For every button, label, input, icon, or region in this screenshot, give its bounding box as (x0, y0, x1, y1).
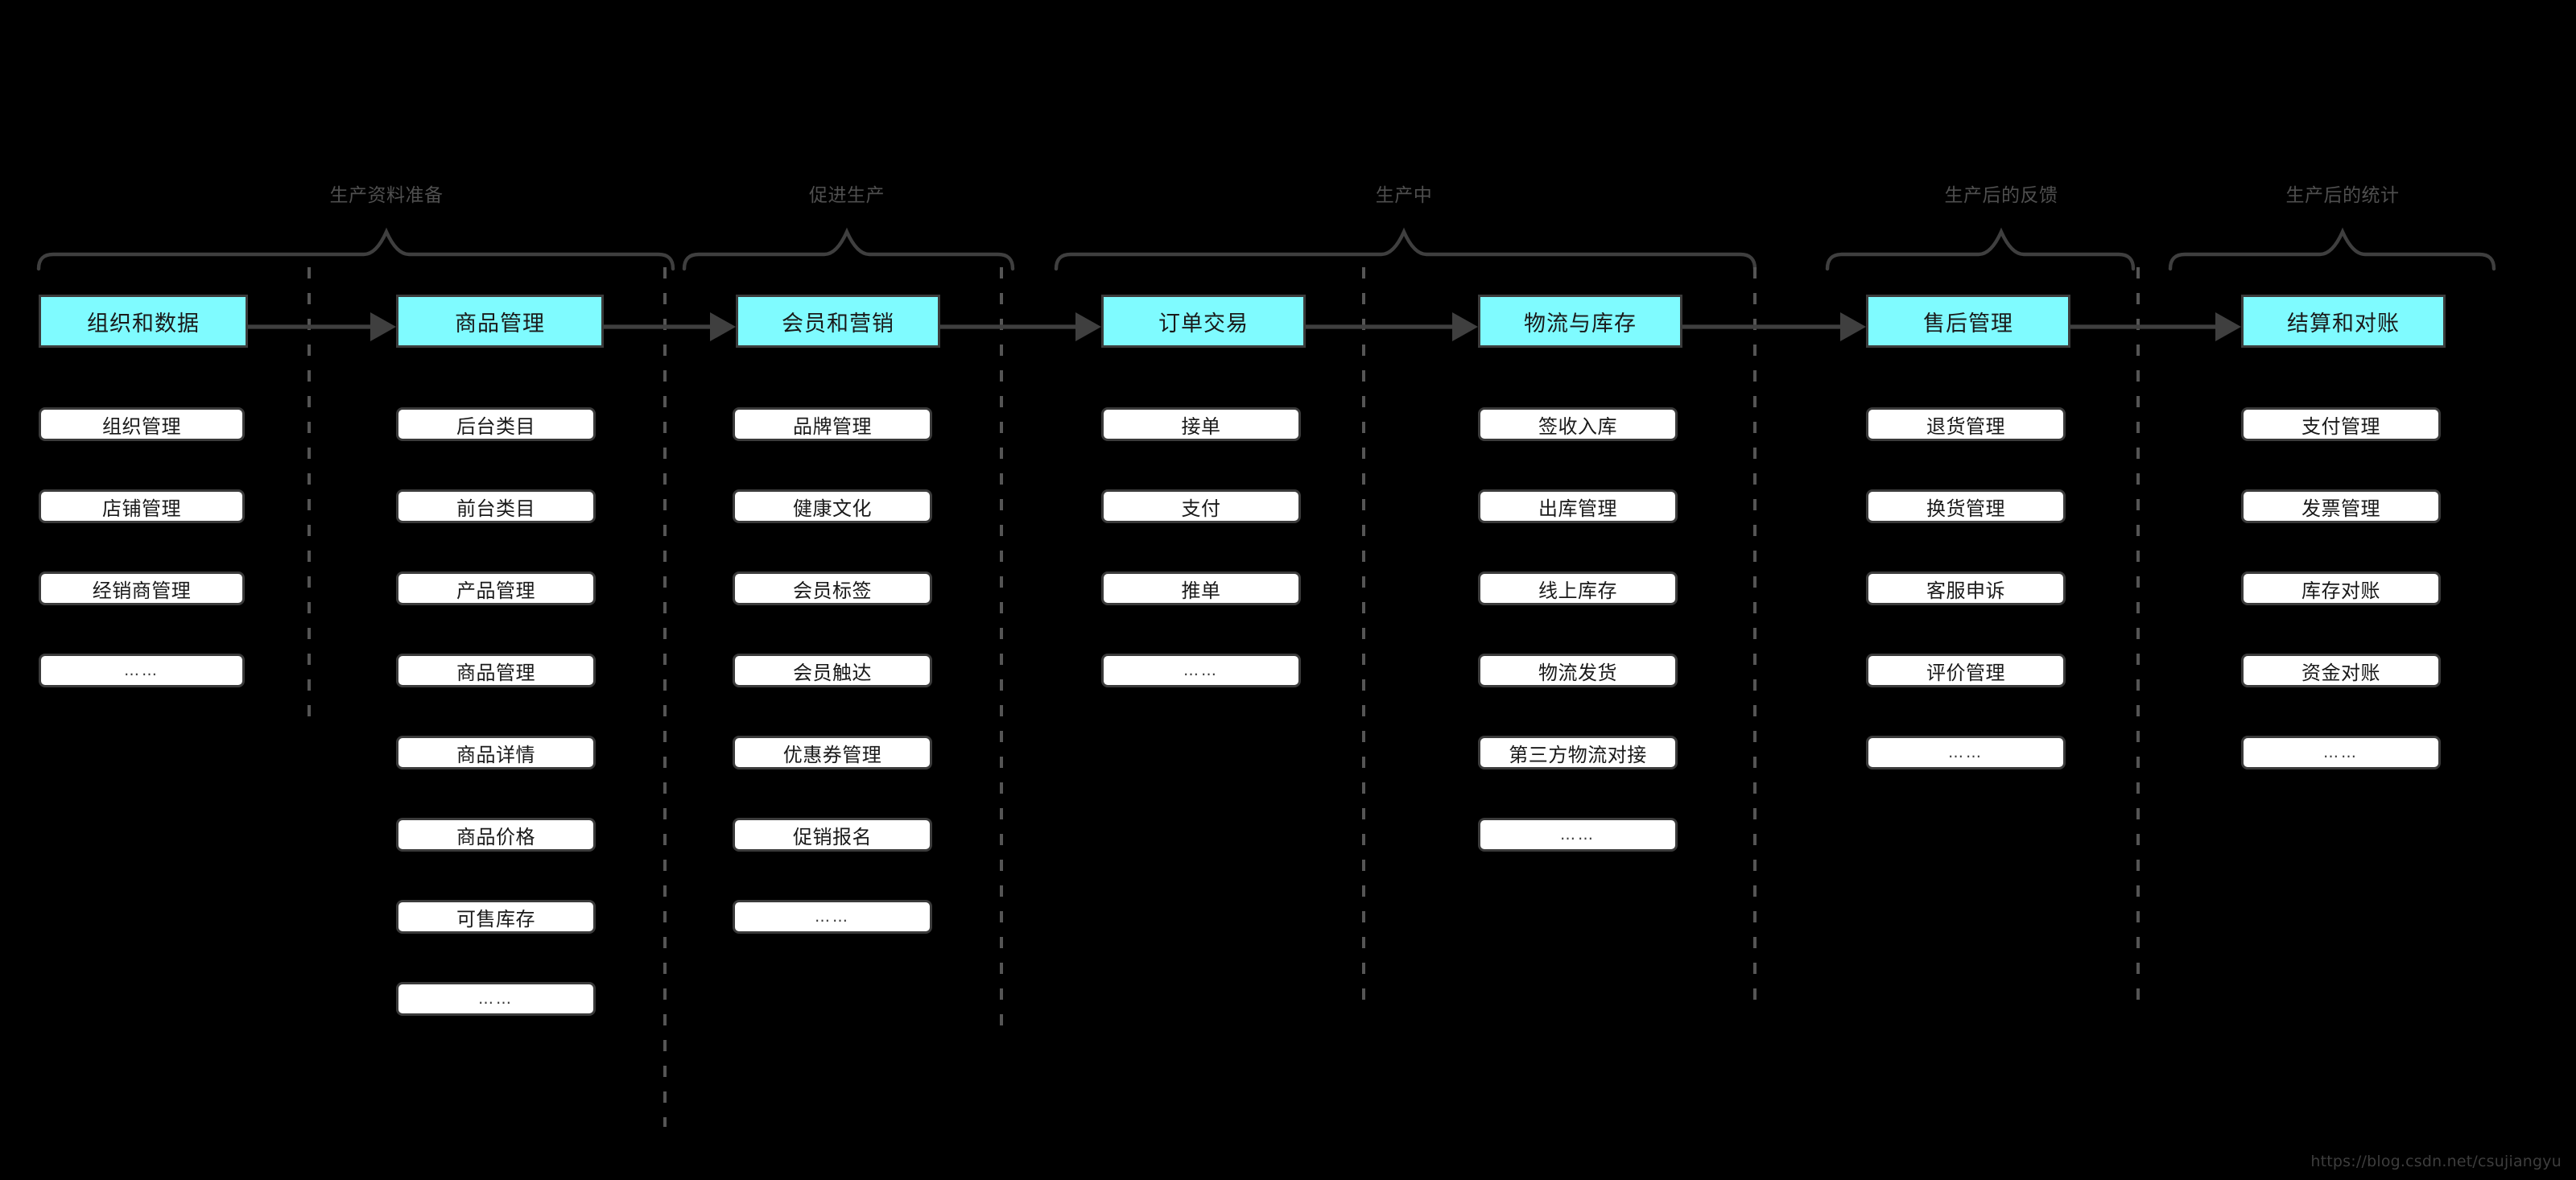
flow-arrow-head-4 (1840, 312, 1866, 341)
phase-bracket-1 (682, 227, 1015, 271)
module-item-order-trade-0[interactable]: 接单 (1101, 407, 1301, 441)
phase-bracket-2 (1054, 227, 1757, 271)
module-item-aftersales-2[interactable]: 客服申诉 (1866, 571, 2066, 605)
more-items-box-logistics-inventory[interactable]: …… (1478, 818, 1678, 852)
stage-header-member-marketing[interactable]: 会员和营销 (736, 295, 940, 348)
module-item-settlement-reconcile-1[interactable]: 发票管理 (2241, 489, 2441, 523)
flow-arrow-head-1 (710, 312, 736, 341)
module-item-product-mgmt-2[interactable]: 产品管理 (396, 571, 596, 605)
module-item-product-mgmt-6[interactable]: 可售库存 (396, 900, 596, 934)
stage-header-org-data[interactable]: 组织和数据 (39, 295, 248, 348)
module-item-settlement-reconcile-3[interactable]: 资金对账 (2241, 654, 2441, 687)
module-item-aftersales-0[interactable]: 退货管理 (1866, 407, 2066, 441)
flow-arrow-head-0 (370, 312, 396, 341)
module-item-logistics-inventory-2[interactable]: 线上库存 (1478, 571, 1678, 605)
stage-header-product-mgmt[interactable]: 商品管理 (396, 295, 604, 348)
module-item-aftersales-1[interactable]: 换货管理 (1866, 489, 2066, 523)
more-items-box-order-trade[interactable]: …… (1101, 654, 1301, 687)
module-item-member-marketing-2[interactable]: 会员标签 (733, 571, 932, 605)
module-item-order-trade-2[interactable]: 推单 (1101, 571, 1301, 605)
module-item-member-marketing-5[interactable]: 促销报名 (733, 818, 932, 852)
module-item-member-marketing-0[interactable]: 品牌管理 (733, 407, 932, 441)
phase-label-4: 生产后的统计 (2285, 185, 2400, 206)
phase-bracket-0 (36, 227, 675, 271)
flow-arrow-head-2 (1075, 312, 1101, 341)
flow-arrow-head-5 (2215, 312, 2241, 341)
module-item-aftersales-3[interactable]: 评价管理 (1866, 654, 2066, 687)
module-item-org-data-1[interactable]: 店铺管理 (39, 489, 245, 523)
module-item-logistics-inventory-1[interactable]: 出库管理 (1478, 489, 1678, 523)
phase-bracket-3 (1825, 227, 2136, 271)
module-item-org-data-0[interactable]: 组织管理 (39, 407, 245, 441)
phase-label-0: 生产资料准备 (329, 185, 444, 206)
module-item-product-mgmt-3[interactable]: 商品管理 (396, 654, 596, 687)
watermark-text: https://blog.csdn.net/csujiangyu (2310, 1153, 2562, 1170)
more-items-box-member-marketing[interactable]: …… (733, 900, 932, 934)
module-item-org-data-2[interactable]: 经销商管理 (39, 571, 245, 605)
phase-brackets (36, 227, 2496, 271)
module-item-settlement-reconcile-2[interactable]: 库存对账 (2241, 571, 2441, 605)
module-item-logistics-inventory-0[interactable]: 签收入库 (1478, 407, 1678, 441)
module-item-member-marketing-4[interactable]: 优惠券管理 (733, 736, 932, 769)
more-items-box-product-mgmt[interactable]: …… (396, 982, 596, 1016)
more-items-box-settlement-reconcile[interactable]: …… (2241, 736, 2441, 769)
module-item-product-mgmt-0[interactable]: 后台类目 (396, 407, 596, 441)
module-item-member-marketing-1[interactable]: 健康文化 (733, 489, 932, 523)
phase-label-3: 生产后的反馈 (1944, 185, 2058, 206)
stage-header-settlement-reconcile[interactable]: 结算和对账 (2241, 295, 2446, 348)
module-item-logistics-inventory-3[interactable]: 物流发货 (1478, 654, 1678, 687)
phase-label-2: 生产中 (1375, 185, 1433, 206)
module-item-settlement-reconcile-0[interactable]: 支付管理 (2241, 407, 2441, 441)
module-item-product-mgmt-5[interactable]: 商品价格 (396, 818, 596, 852)
phase-label-1: 促进生产 (809, 185, 885, 206)
phase-bracket-4 (2168, 227, 2496, 271)
module-item-member-marketing-3[interactable]: 会员触达 (733, 654, 932, 687)
more-items-box-aftersales[interactable]: …… (1866, 736, 2066, 769)
stage-header-aftersales[interactable]: 售后管理 (1866, 295, 2070, 348)
module-item-product-mgmt-1[interactable]: 前台类目 (396, 489, 596, 523)
stage-header-logistics-inventory[interactable]: 物流与库存 (1478, 295, 1682, 348)
stage-header-order-trade[interactable]: 订单交易 (1101, 295, 1306, 348)
more-items-box-org-data[interactable]: …… (39, 654, 245, 687)
module-item-order-trade-1[interactable]: 支付 (1101, 489, 1301, 523)
module-item-product-mgmt-4[interactable]: 商品详情 (396, 736, 596, 769)
flow-arrow-head-3 (1452, 312, 1478, 341)
module-item-logistics-inventory-4[interactable]: 第三方物流对接 (1478, 736, 1678, 769)
